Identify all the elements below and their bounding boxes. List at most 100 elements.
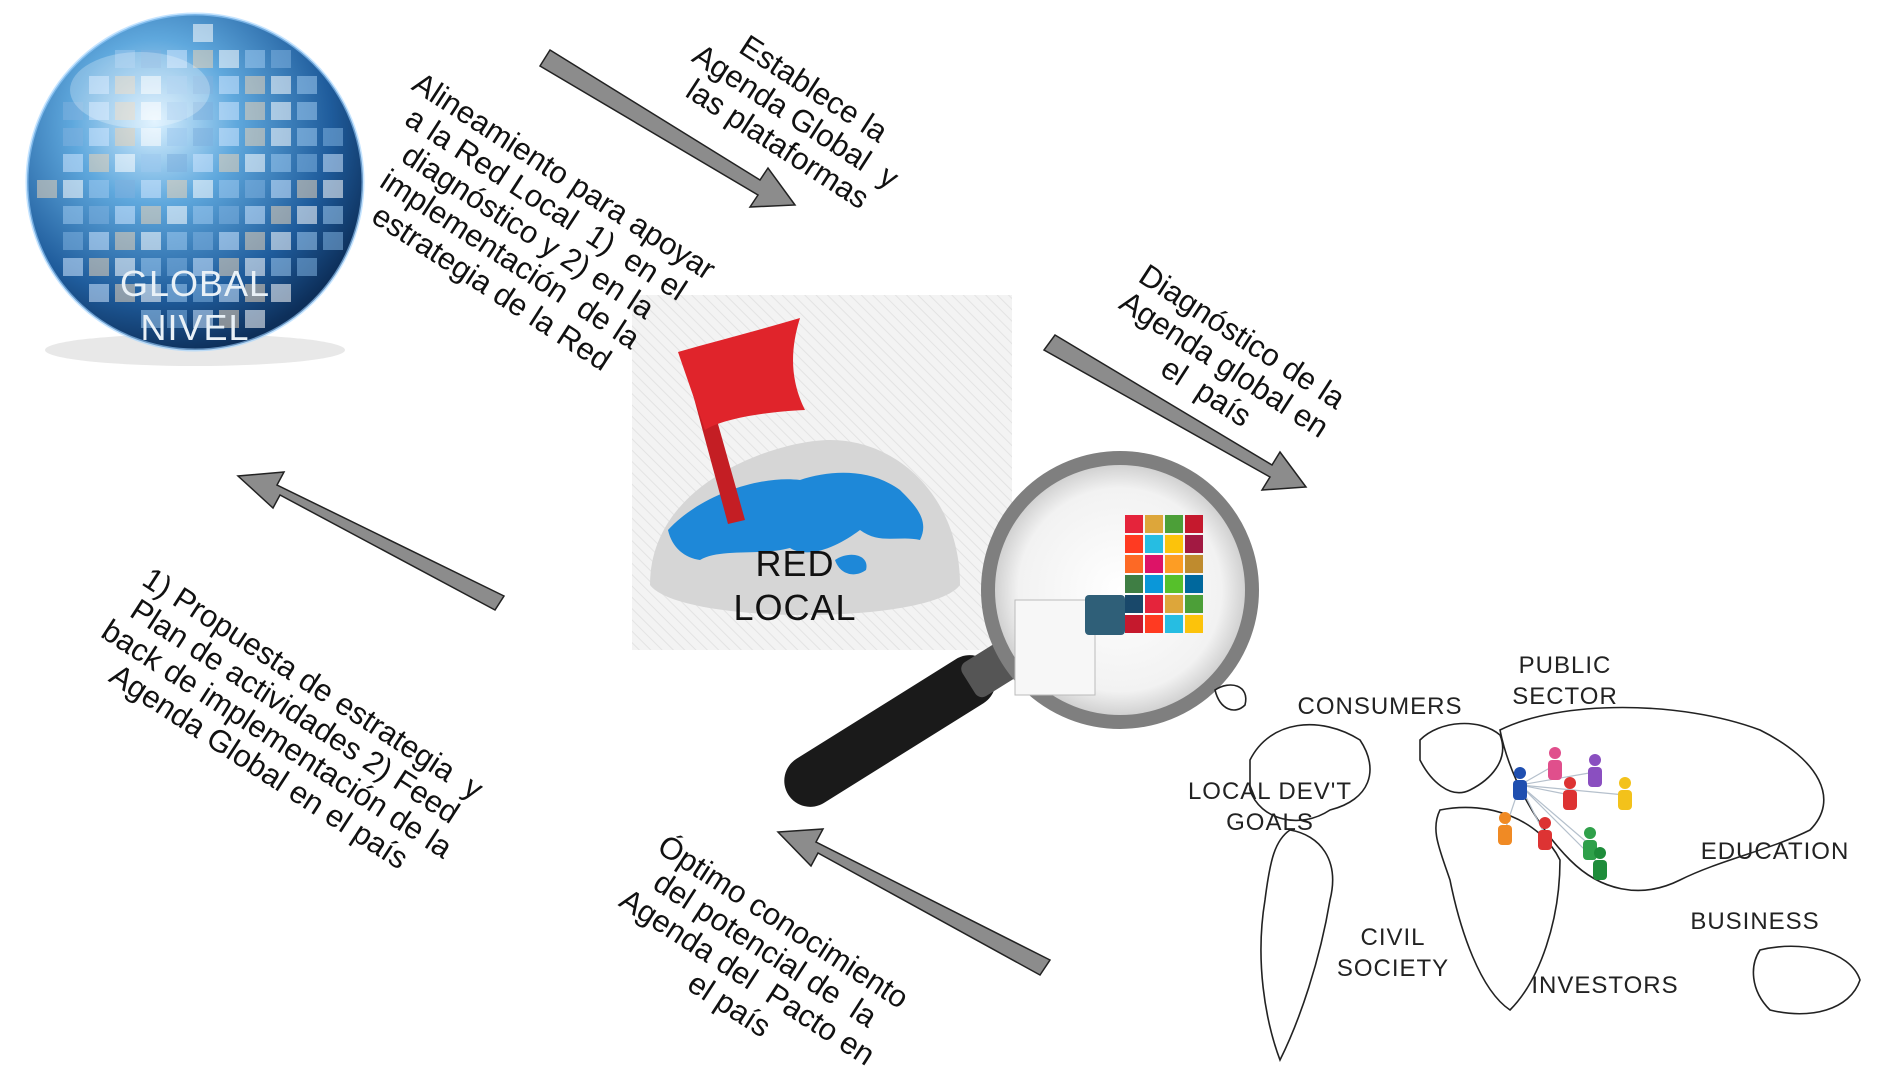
globe-photo-tile xyxy=(271,76,291,94)
person-head xyxy=(1549,747,1561,759)
sdg-tile xyxy=(1185,555,1203,573)
globe-photo-tile xyxy=(219,76,239,94)
globe-photo-tile xyxy=(219,258,239,276)
globe-photo-tile xyxy=(89,128,109,146)
globe-photo-tile xyxy=(219,128,239,146)
label-business: BUSINESS xyxy=(1690,908,1820,935)
globe-photo-tile xyxy=(141,232,161,250)
globe-photo-tile xyxy=(271,128,291,146)
globe-photo-tile xyxy=(219,284,239,302)
sdg-tile xyxy=(1185,515,1203,533)
person-head xyxy=(1564,777,1576,789)
globe-photo-tile xyxy=(193,76,213,94)
globe-photo-tile xyxy=(89,154,109,172)
globe-photo-tile xyxy=(115,128,135,146)
globe-photo-tile xyxy=(63,180,83,198)
globe-photo-tile xyxy=(141,258,161,276)
person-body xyxy=(1538,830,1552,850)
sdg-tile xyxy=(1185,535,1203,553)
globe-photo-tile xyxy=(63,128,83,146)
globe-photo-tile xyxy=(323,128,343,146)
globe-photo-tile xyxy=(89,206,109,224)
globe-photo-tile xyxy=(193,206,213,224)
globe-photo-tile xyxy=(219,232,239,250)
globe-photo-tile xyxy=(219,102,239,120)
people-network-icon xyxy=(1498,747,1632,880)
sdg-tile xyxy=(1165,535,1183,553)
label-education: EDUCATION xyxy=(1700,838,1850,865)
globe-photo-tile xyxy=(63,206,83,224)
sdg-tile xyxy=(1185,595,1203,613)
globe-photo-tile xyxy=(323,232,343,250)
globe-photo-tile xyxy=(115,102,135,120)
globe-photo-tile xyxy=(245,154,265,172)
globe-photo-tile xyxy=(193,102,213,120)
globe-photo-tile xyxy=(245,76,265,94)
person-head xyxy=(1594,847,1606,859)
sdg-tile xyxy=(1145,575,1163,593)
sdg-tile xyxy=(1185,615,1203,633)
globe-photo-tile xyxy=(323,180,343,198)
globe-photo-tile xyxy=(219,206,239,224)
sdg-tile xyxy=(1185,575,1203,593)
arrow-diagnostico xyxy=(1042,334,1308,491)
globe-photo-tile xyxy=(297,180,317,198)
globe-photo-tile xyxy=(271,206,291,224)
globe-photo-tile xyxy=(245,232,265,250)
globe-photo-tile xyxy=(167,232,187,250)
person-head xyxy=(1584,827,1596,839)
globe-photo-tile xyxy=(141,284,161,302)
globe-photo-tile xyxy=(193,180,213,198)
person-head xyxy=(1619,777,1631,789)
sdg-tile xyxy=(1125,555,1143,573)
label-civil-society: CIVIL SOCIETY xyxy=(1336,924,1450,982)
globe-photo-tile xyxy=(141,154,161,172)
globe-photo-tile xyxy=(89,102,109,120)
globe-photo-tile xyxy=(115,258,135,276)
report-page xyxy=(1014,599,1096,696)
sdg-tile xyxy=(1145,555,1163,573)
globe-photo-tile xyxy=(271,154,291,172)
globe-photo-tile xyxy=(141,76,161,94)
person-body xyxy=(1588,767,1602,787)
person-head xyxy=(1539,817,1551,829)
sdg-tile xyxy=(1165,595,1183,613)
sdg-tile xyxy=(1125,615,1143,633)
globe-photo-tile xyxy=(115,232,135,250)
globe-photo-tile xyxy=(37,180,57,198)
globe-photo-tile xyxy=(245,310,265,328)
person-body xyxy=(1593,860,1607,880)
globe-photo-tile xyxy=(193,310,213,328)
sdg-tile xyxy=(1165,515,1183,533)
globe-photo-tile xyxy=(167,206,187,224)
globe-photo-tile xyxy=(89,180,109,198)
globe-photo-tile xyxy=(193,154,213,172)
globe-photo-tile xyxy=(141,102,161,120)
sdg-tile xyxy=(1145,535,1163,553)
sdg-tile xyxy=(1145,515,1163,533)
globe-photo-tile xyxy=(219,180,239,198)
globe-photo-tile xyxy=(167,76,187,94)
globe-photo-tile xyxy=(271,284,291,302)
globe-photo-tile xyxy=(219,154,239,172)
globe-photo-tile xyxy=(63,154,83,172)
sdg-grid-icon xyxy=(1014,515,1203,696)
sdg-tile xyxy=(1145,595,1163,613)
globe-photo-tile xyxy=(167,128,187,146)
globe-photo-tile xyxy=(271,180,291,198)
globe-photo-tile xyxy=(245,258,265,276)
person-head xyxy=(1499,812,1511,824)
globe-photo-tile xyxy=(63,258,83,276)
globe-photo-tile xyxy=(167,180,187,198)
person-body xyxy=(1498,825,1512,845)
globe-photo-tile xyxy=(271,258,291,276)
globe-photo-tile xyxy=(167,258,187,276)
network-link xyxy=(1519,784,1591,846)
label-consumers: CONSUMERS xyxy=(1297,693,1463,720)
globe-photo-tile xyxy=(193,232,213,250)
label-investors: INVESTORS xyxy=(1531,972,1679,999)
globe-photo-tile xyxy=(141,50,161,68)
